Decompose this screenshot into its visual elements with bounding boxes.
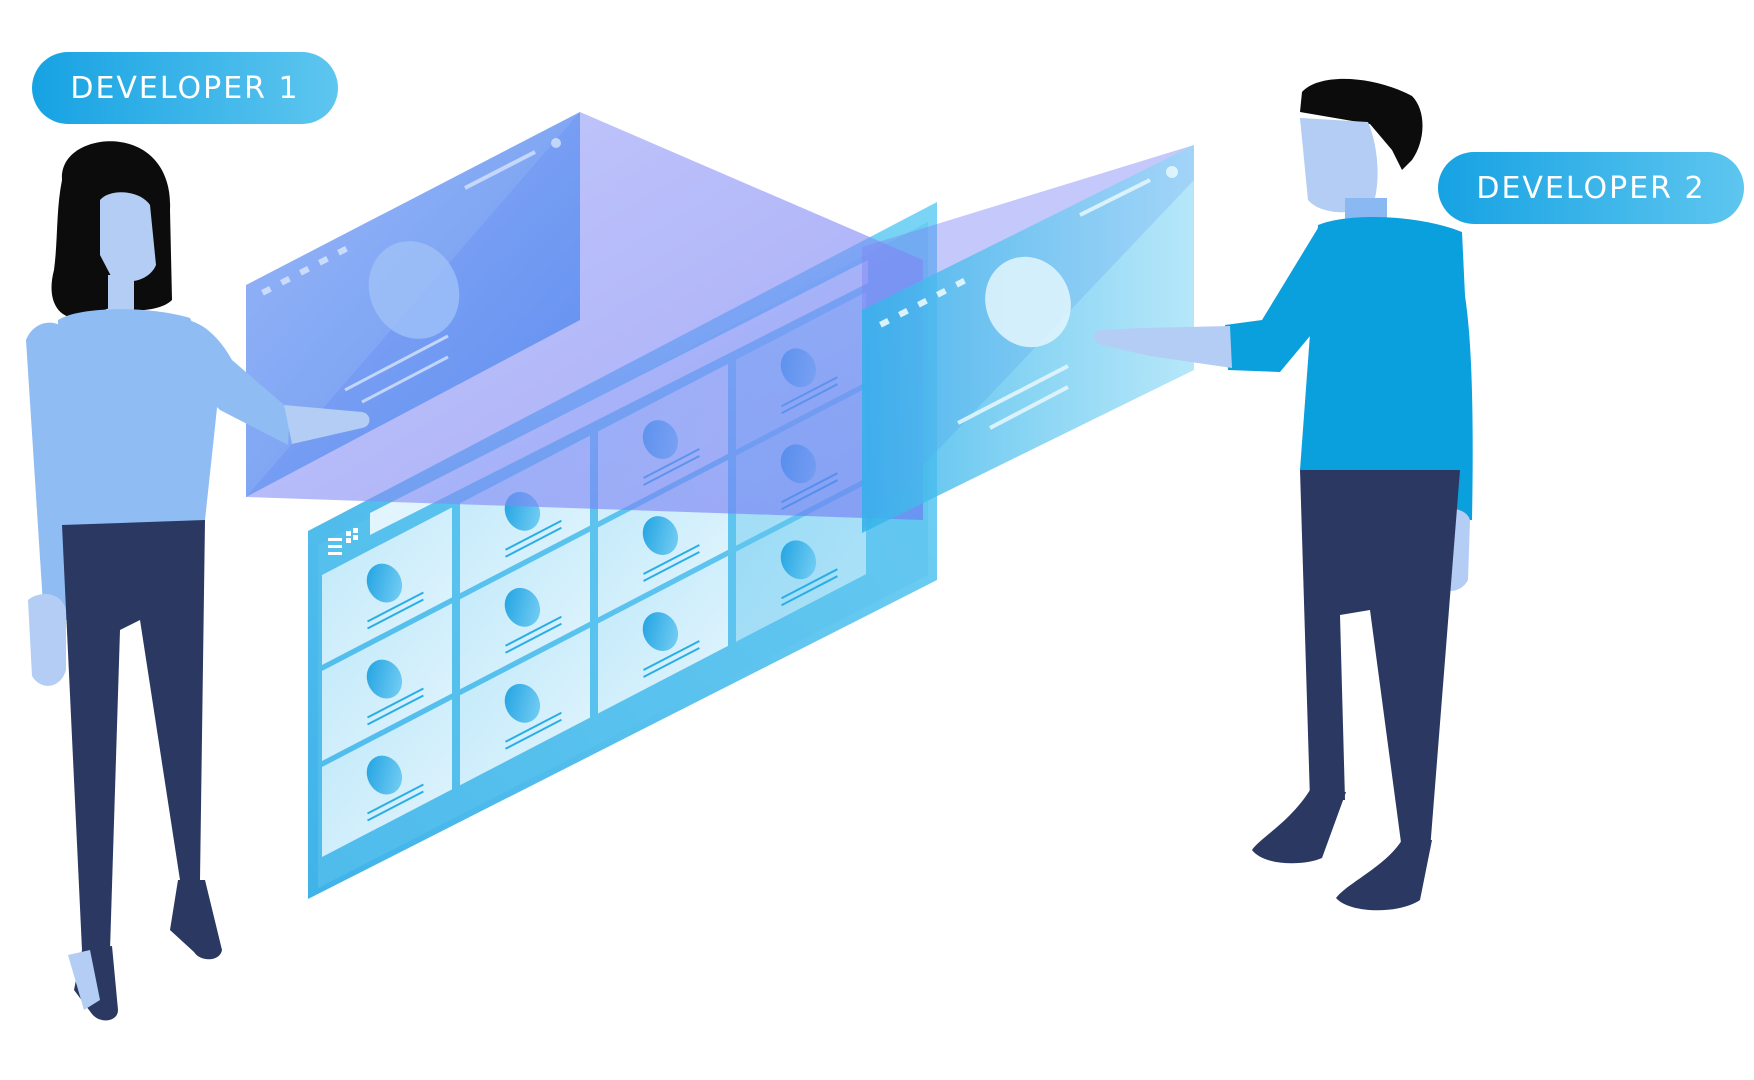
floating-app-window-right [862,145,1194,533]
text-line [505,711,562,743]
developer-2-label: DEVELOPER 2 [1438,152,1744,224]
hair [1300,78,1423,170]
text-line [367,687,424,719]
face [100,192,156,282]
text-line [505,718,562,750]
photo-placeholder-icon [366,563,403,603]
text-line [505,526,562,558]
text-line [367,694,424,726]
photo-placeholder-icon [368,241,460,339]
photo-placeholder-icon [642,516,679,555]
text-line [367,598,424,630]
face [1300,118,1378,213]
text-line [367,783,424,815]
text-line [643,551,700,582]
photo-placeholder-icon [366,755,403,795]
floating-app-window-left [246,112,923,520]
man-figure [1093,78,1473,911]
window-dots [261,246,348,296]
developer-1-label-text: DEVELOPER 1 [70,70,300,106]
grid-view-icon [346,528,358,543]
text-line [505,622,562,654]
text-line [643,647,700,678]
developer-1-label: DEVELOPER 1 [32,52,338,124]
menu-icon [328,538,342,555]
photo-placeholder-icon [504,587,541,627]
text-line [505,615,562,647]
text-line [781,575,838,607]
text-line [505,519,562,551]
photo-placeholder-icon [780,540,817,580]
text-line [367,790,424,822]
man-pants [1300,470,1460,850]
text-line [643,544,700,575]
text-line [781,568,838,600]
photo-placeholder-icon [504,683,541,723]
photo-placeholder-icon [985,256,1071,348]
woman-sweater [58,309,220,532]
text-line [643,640,700,671]
woman-pants [62,520,205,950]
photo-placeholder-icon [642,612,679,651]
projection-beam [246,112,923,520]
developer-2-label-text: DEVELOPER 2 [1476,170,1706,206]
man-sweater [1300,216,1472,490]
photo-placeholder-icon [366,659,403,699]
woman-figure [26,141,370,1021]
text-line [367,591,424,623]
